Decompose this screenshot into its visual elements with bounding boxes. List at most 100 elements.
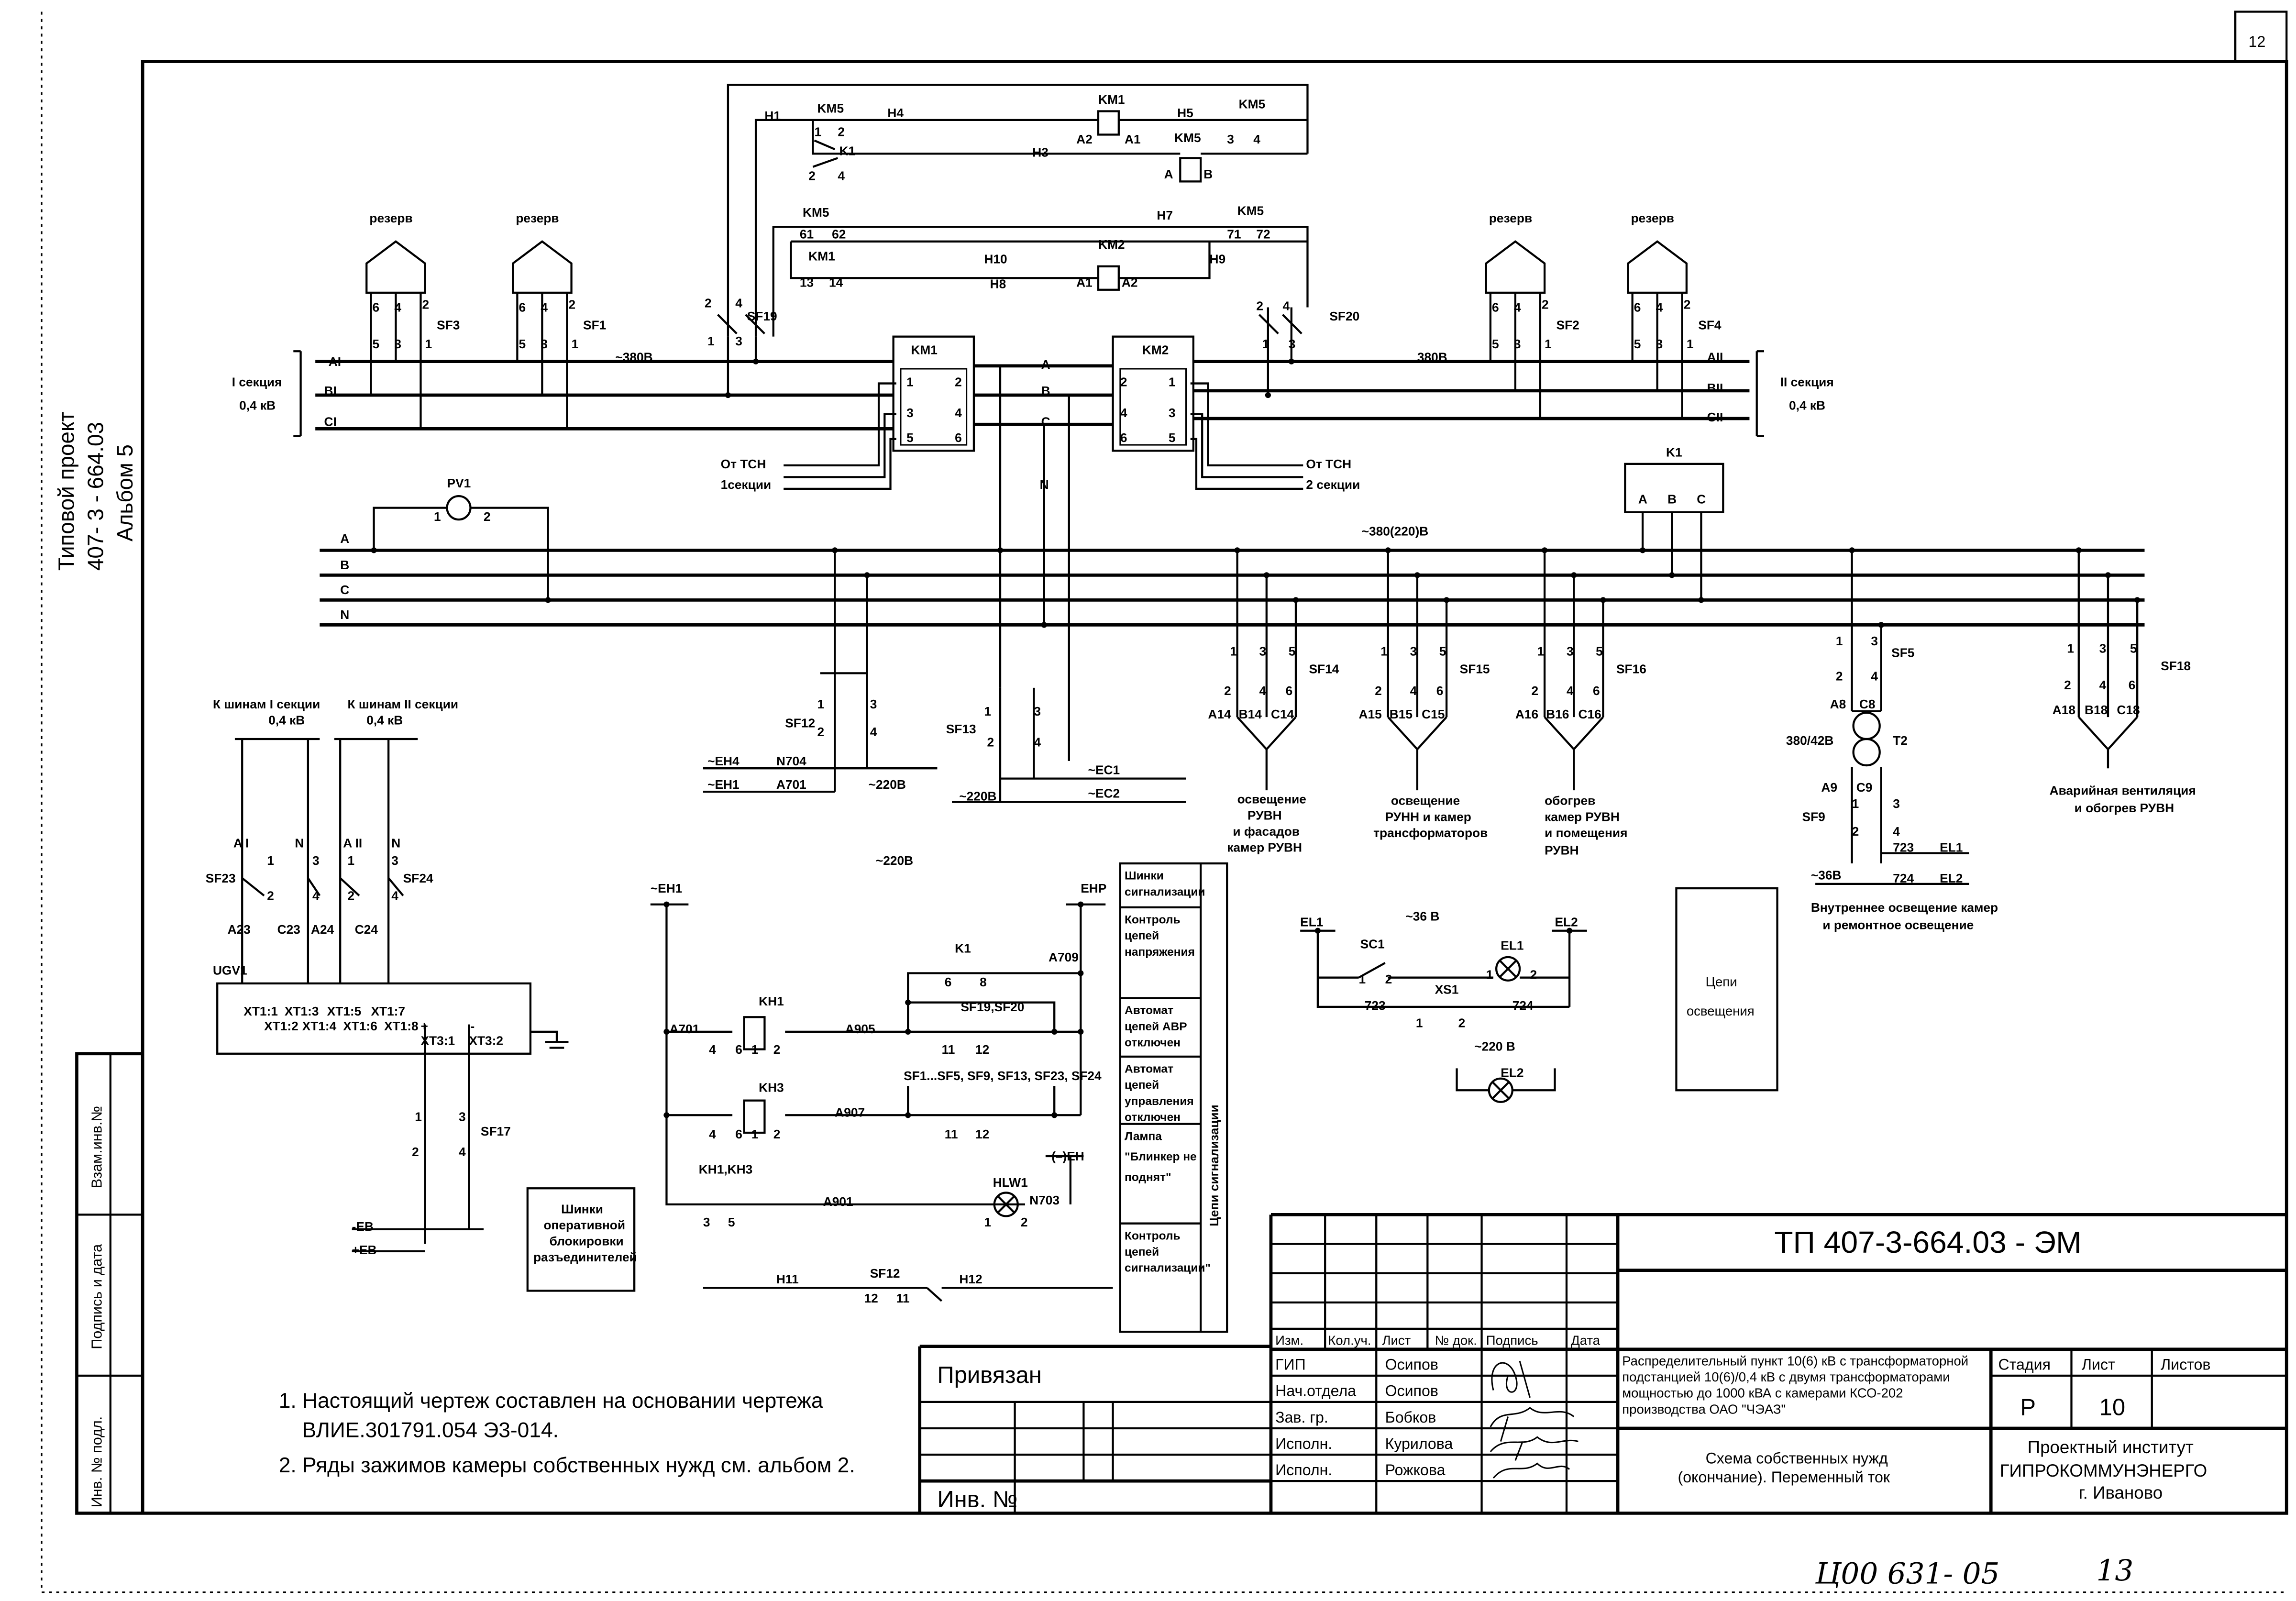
label-control: 12 (975, 1127, 989, 1141)
signal-panel: ШинкисигнализацииКонтрольцепейнапряжения… (1125, 870, 1211, 1275)
name-group-head: Бобков (1385, 1409, 1436, 1426)
stage-value: Р (2020, 1394, 2036, 1420)
label-feeders: 3 (2099, 641, 2107, 655)
label-feeders: SF9 (1802, 809, 1825, 824)
label-buses: B (1667, 492, 1677, 506)
label-left: 1 (267, 853, 274, 868)
label-reserve: 3 (1656, 337, 1663, 351)
label-top: 14 (829, 276, 843, 290)
label-top: 72 (1256, 227, 1270, 242)
label-feeders: A14 (1208, 707, 1231, 721)
label-left: 4 (391, 889, 398, 903)
label-feeders: камер РУВН (1545, 809, 1620, 824)
label-feeders: 4 (2099, 678, 2107, 692)
signatures (1490, 1360, 1578, 1479)
label-control: SF12 (870, 1266, 900, 1281)
label-left: 0,4 кВ (268, 713, 305, 727)
label-left: 3 (391, 853, 398, 868)
label-aux: SF12 (785, 716, 815, 730)
label-buses: 5 (906, 431, 914, 445)
signal-panel-cell-text: Лампа (1125, 1130, 1162, 1143)
label-left: 3 (312, 853, 320, 868)
label-buses: 2 (1120, 375, 1127, 389)
label-feeders: освещение (1391, 794, 1460, 808)
label-top: H8 (990, 277, 1006, 291)
label-control: A709 (1049, 950, 1079, 964)
label-left: A II (343, 836, 362, 850)
label-top: 3 (1289, 337, 1296, 351)
note-2: 2. Ряды зажимов камеры собственных нужд … (279, 1454, 855, 1477)
label-top: 1 (814, 125, 821, 139)
label-buses: От ТСН (721, 457, 766, 471)
label-top: 1 (707, 334, 715, 348)
label-control: 12 (975, 1042, 989, 1057)
label-buses: От ТСН (1306, 457, 1351, 471)
label-left: 1 (415, 1110, 422, 1124)
label-left: 1 (348, 853, 355, 868)
signal-panel-cell-text: отключен (1125, 1036, 1181, 1049)
label-feeders: 4 (1259, 684, 1267, 698)
label-feeders: 1 (1537, 644, 1545, 659)
stamp-sign-date: Подпись и дата (89, 1244, 105, 1349)
label-left: XT1:4 (302, 1019, 337, 1033)
label-left: 0,4 кВ (366, 713, 403, 727)
label-feeders: 3 (1893, 796, 1900, 811)
label-buses: 6 (955, 431, 962, 445)
label-lighting: ~36 В (1405, 909, 1439, 923)
label-buses: B (1041, 384, 1050, 398)
label-feeders: B18 (2085, 703, 2108, 717)
label-top: A1 (1125, 132, 1141, 146)
label-feeders: 1 (1230, 644, 1237, 659)
label-control: 4 (709, 1127, 716, 1141)
label-top: KM5 (1174, 131, 1201, 145)
label-feeders: 5 (1596, 644, 1603, 659)
title-block: ТП 407-3-664.03 - ЭМ Изм. Кол.уч. Лист №… (918, 1213, 2287, 1513)
label-reserve: 1 (1545, 337, 1552, 351)
label-top: A1 (1076, 276, 1093, 290)
label-buses: A (340, 531, 349, 546)
label-control: SF19,SF20 (960, 1000, 1024, 1014)
label-feeders: 2 (1224, 684, 1231, 698)
label-control: KH1 (759, 994, 784, 1008)
signal-panel-cell-text: отключен (1125, 1111, 1181, 1124)
label-aux: 4 (1034, 735, 1041, 749)
label-control: KH1,KH3 (699, 1162, 753, 1177)
header-signature: Подпись (1486, 1333, 1538, 1348)
label-top: H9 (1209, 252, 1225, 266)
label-left: SF24 (403, 871, 433, 885)
label-buses: BII (1707, 381, 1723, 395)
signal-panel-side-label: Цепи сигнализации (1207, 1104, 1221, 1226)
label-feeders: C14 (1271, 707, 1294, 721)
label-buses: 380В (1417, 350, 1447, 364)
label-lighting: 723 (1365, 998, 1386, 1013)
label-control: 6 (945, 975, 952, 989)
label-feeders: 1 (1852, 796, 1859, 811)
header-qty: Кол.уч. (1328, 1333, 1371, 1348)
label-buses: PV1 (447, 476, 471, 490)
label-feeders: обогрев (1545, 794, 1595, 808)
label-left: C24 (355, 922, 378, 937)
label-aux: ~EC2 (1088, 786, 1120, 800)
label-control: KH3 (759, 1080, 784, 1094)
label-buses: 1 (1169, 375, 1176, 389)
label-reserve: 3 (394, 337, 401, 351)
label-reserve: SF2 (1556, 318, 1579, 332)
label-reserve: 4 (394, 300, 401, 315)
label-feeders: 3 (1410, 644, 1417, 659)
label-top: 1 (1262, 337, 1269, 351)
label-feeders: B14 (1239, 707, 1262, 721)
label-buses: I секция (232, 375, 282, 389)
label-top: 13 (800, 276, 814, 290)
stamp-inv-orig: Инв. № подл. (89, 1416, 105, 1507)
signal-panel-cell-text: Шинки (1125, 870, 1164, 883)
label-feeders: и помещения (1545, 826, 1627, 840)
interlock-box-line1: Шинки (561, 1202, 603, 1216)
label-feeders: 6 (1593, 684, 1600, 698)
label-feeders: 6 (1286, 684, 1293, 698)
label-left: 2 (412, 1145, 419, 1159)
label-reserve: 1 (572, 337, 579, 351)
header-date: Дата (1571, 1333, 1601, 1348)
label-lighting: EL1 (1300, 915, 1323, 929)
label-feeders: 4 (1567, 684, 1574, 698)
label-top: KM2 (1098, 237, 1125, 252)
